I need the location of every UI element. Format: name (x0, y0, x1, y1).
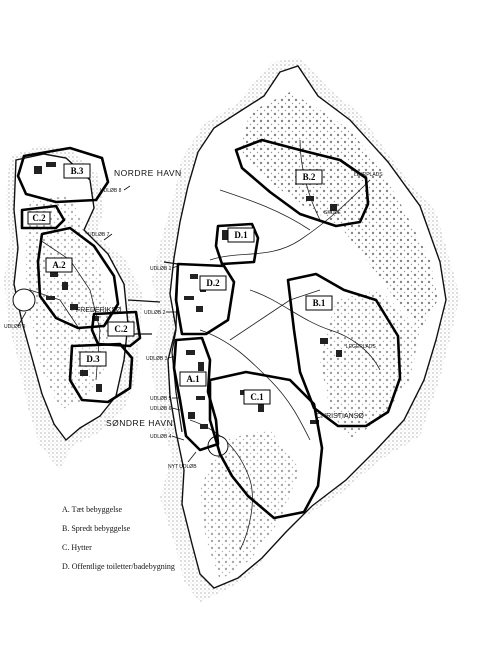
sondre-havn-label: SØNDRE HAVN (106, 418, 173, 428)
zone-d2-label: D.2 (206, 278, 220, 288)
buildings (34, 162, 342, 429)
zone-c2-west-boundary (20, 204, 66, 230)
outlet-2-label: UDLØB 2 (144, 310, 166, 316)
outlet-3-label: UDLØB 3 (146, 356, 168, 362)
vegetation-north (240, 92, 438, 330)
zone-a1-label: A.1 (186, 374, 200, 384)
outlet-4-label: UDLØB 4 (150, 434, 172, 440)
christianso-label: CHRISTIANSØ (316, 413, 364, 420)
zone-c2-west-label: C.2 (32, 213, 46, 223)
outlet-5-label: UDLØB 5 (150, 396, 172, 402)
outlet-8-label: UDLØB 8 (100, 188, 122, 194)
zone-c2-frederikso-label: C.2 (114, 324, 128, 334)
zone-b2-boundary (234, 138, 370, 228)
zone-b2-label: B.2 (303, 172, 316, 182)
skole-label: SKOLE (324, 210, 341, 216)
zone-b3-label: B.3 (71, 166, 84, 176)
map-legend: A. Tæt bebyggelse B. Spredt bebyggelse C… (62, 500, 262, 576)
nordre-havn-label: NORDRE HAVN (114, 168, 182, 178)
outlet-1-label: UDLØB 1 (150, 266, 172, 272)
lejrplads-label: LEJRPLADS (354, 172, 383, 178)
place-labels: NORDRE HAVN SØNDRE HAVN FREDERIKSØ CHRIS… (76, 168, 383, 470)
zone-b1-label: B.1 (313, 298, 326, 308)
zone-a2-boundary (36, 226, 120, 330)
outlet-labels: UDLØB 8 UDLØB 7 UDLØB 9 UDLØB 1 UDLØB 2 … (4, 188, 172, 440)
legeplads-label: LEGEPLADS (346, 344, 376, 350)
zone-c2-frederikso-boundary (90, 310, 142, 348)
footpaths (29, 139, 381, 551)
nyt-udlob-label: NYT UDLØB (168, 464, 197, 470)
zone-c1-label: C.1 (250, 392, 264, 402)
legend-item-a: A. Tæt bebyggelse (62, 505, 123, 514)
outlet-7-label: UDLØB 7 (88, 232, 110, 238)
lille-tarn-tower (12, 288, 36, 312)
vegetation-east (320, 290, 420, 440)
zone-labels: B.3 C.2 A.2 C.2 D.3 D.1 D.2 A.1 B.2 B.1 … (27, 163, 333, 405)
outlet-markers (17, 185, 197, 463)
frederikso-label: FREDERIKSØ (76, 307, 122, 314)
zone-b3-boundary (16, 146, 110, 204)
outlet-9-label: UDLØB 9 (4, 324, 26, 330)
legend-item-d: D. Offentlige toiletter/badebygning (62, 562, 175, 571)
legend-item-b: B. Spredt bebyggelse (62, 524, 131, 533)
vegetation-south (200, 430, 300, 580)
legend-item-c: C. Hytter (62, 543, 92, 552)
zone-d1-boundary (214, 222, 260, 266)
zone-a2-label: A.2 (52, 260, 66, 270)
zone-c1-boundary (208, 370, 324, 520)
zone-d3-label: D.3 (86, 354, 100, 364)
outlet-6-label: UDLØB 6 (150, 406, 172, 412)
zone-d1-label: D.1 (234, 230, 248, 240)
zone-d3-boundary (68, 342, 134, 404)
zone-d2-boundary (174, 262, 236, 336)
zone-b1-boundary (286, 272, 402, 428)
